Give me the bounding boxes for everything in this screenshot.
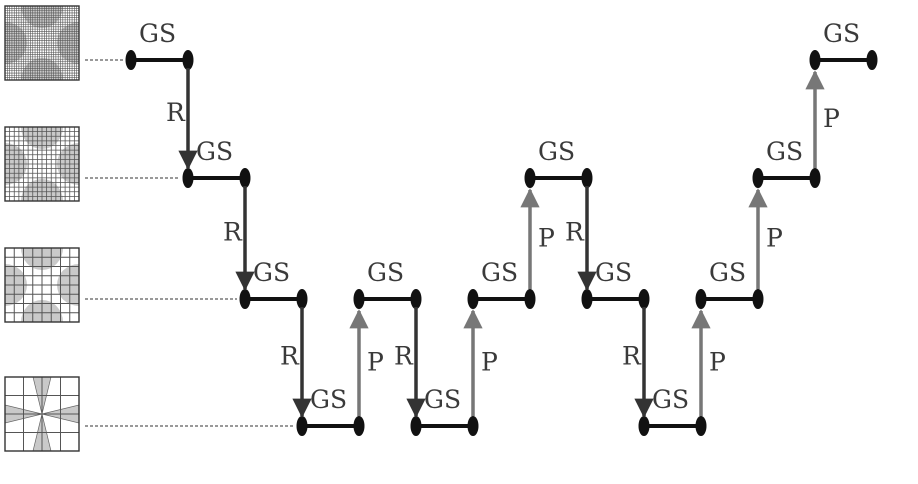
step-end-node [752, 289, 764, 309]
p-label: P [766, 224, 783, 253]
grid-thumbnail-level-3 [4, 247, 80, 323]
grid-thumbnail-level-1 [4, 5, 80, 81]
grid-lines [5, 377, 79, 451]
grid-lines [5, 127, 79, 201]
smoothing-step-level-2 [752, 168, 821, 188]
gs-label: GS [538, 137, 575, 166]
cycle-steps [125, 50, 878, 436]
step-end-node [638, 289, 650, 309]
step-end-node [410, 289, 422, 309]
smoothing-step-level-2 [524, 168, 593, 188]
smoothing-step-level-3 [581, 289, 650, 309]
gs-label: GS [139, 19, 176, 48]
step-start-node [581, 289, 593, 309]
step-end-node [866, 50, 878, 70]
transfer-arrows [178, 68, 825, 418]
step-start-node [296, 416, 308, 436]
step-end-node [524, 289, 536, 309]
p-label: P [709, 348, 726, 377]
grid-lines [5, 248, 79, 322]
step-end-node [581, 168, 593, 188]
smoothing-step-level-3 [695, 289, 764, 309]
step-start-node [239, 289, 251, 309]
gs-label: GS [196, 137, 233, 166]
step-start-node [752, 168, 764, 188]
step-start-node [182, 168, 194, 188]
gs-label: GS [424, 385, 461, 414]
step-end-node [353, 416, 365, 436]
smoothing-step-level-1 [809, 50, 878, 70]
gs-label: GS [823, 19, 860, 48]
step-start-node [125, 50, 137, 70]
smoothing-step-level-3 [239, 289, 308, 309]
smoothing-step-level-2 [182, 168, 251, 188]
gs-label: GS [367, 258, 404, 287]
step-start-node [638, 416, 650, 436]
step-labels: GS R GS R GS R GS P GS R GS P GS P GS R GS R GS P GS P GS P GS [139, 19, 860, 414]
step-end-node [239, 168, 251, 188]
smoothing-step-level-1 [125, 50, 194, 70]
step-end-node [467, 416, 479, 436]
smoothing-step-level-3 [353, 289, 422, 309]
p-label: P [367, 348, 384, 377]
p-label: P [538, 224, 555, 253]
step-start-node [809, 50, 821, 70]
gs-label: GS [766, 137, 803, 166]
gs-label: GS [709, 258, 746, 287]
step-end-node [695, 416, 707, 436]
level-guide-lines [85, 59, 294, 427]
gs-label: GS [652, 385, 689, 414]
smoothing-step-level-4 [296, 416, 365, 436]
step-end-node [182, 50, 194, 70]
grid-border [4, 5, 80, 81]
smoothing-step-level-3 [467, 289, 536, 309]
r-label: R [166, 98, 186, 127]
grid-level-thumbnails [4, 5, 80, 452]
step-start-node [467, 289, 479, 309]
grid-border [4, 247, 80, 323]
r-label: R [622, 342, 642, 371]
r-label: R [565, 218, 585, 247]
p-label: P [823, 104, 840, 133]
r-label: R [223, 218, 243, 247]
r-label: R [394, 342, 414, 371]
grid-border [4, 376, 80, 452]
grid-thumbnail-level-2 [4, 126, 80, 202]
gs-label: GS [595, 258, 632, 287]
step-end-node [296, 289, 308, 309]
smoothing-step-level-4 [410, 416, 479, 436]
step-start-node [695, 289, 707, 309]
grid-thumbnail-level-4 [4, 376, 80, 452]
gs-label: GS [481, 258, 518, 287]
step-start-node [524, 168, 536, 188]
grid-border [4, 126, 80, 202]
smoothing-step-level-4 [638, 416, 707, 436]
step-start-node [353, 289, 365, 309]
grid-lines [5, 6, 79, 80]
step-start-node [410, 416, 422, 436]
r-label: R [280, 342, 300, 371]
gs-label: GS [310, 385, 347, 414]
p-label: P [481, 348, 498, 377]
step-end-node [809, 168, 821, 188]
gs-label: GS [253, 258, 290, 287]
